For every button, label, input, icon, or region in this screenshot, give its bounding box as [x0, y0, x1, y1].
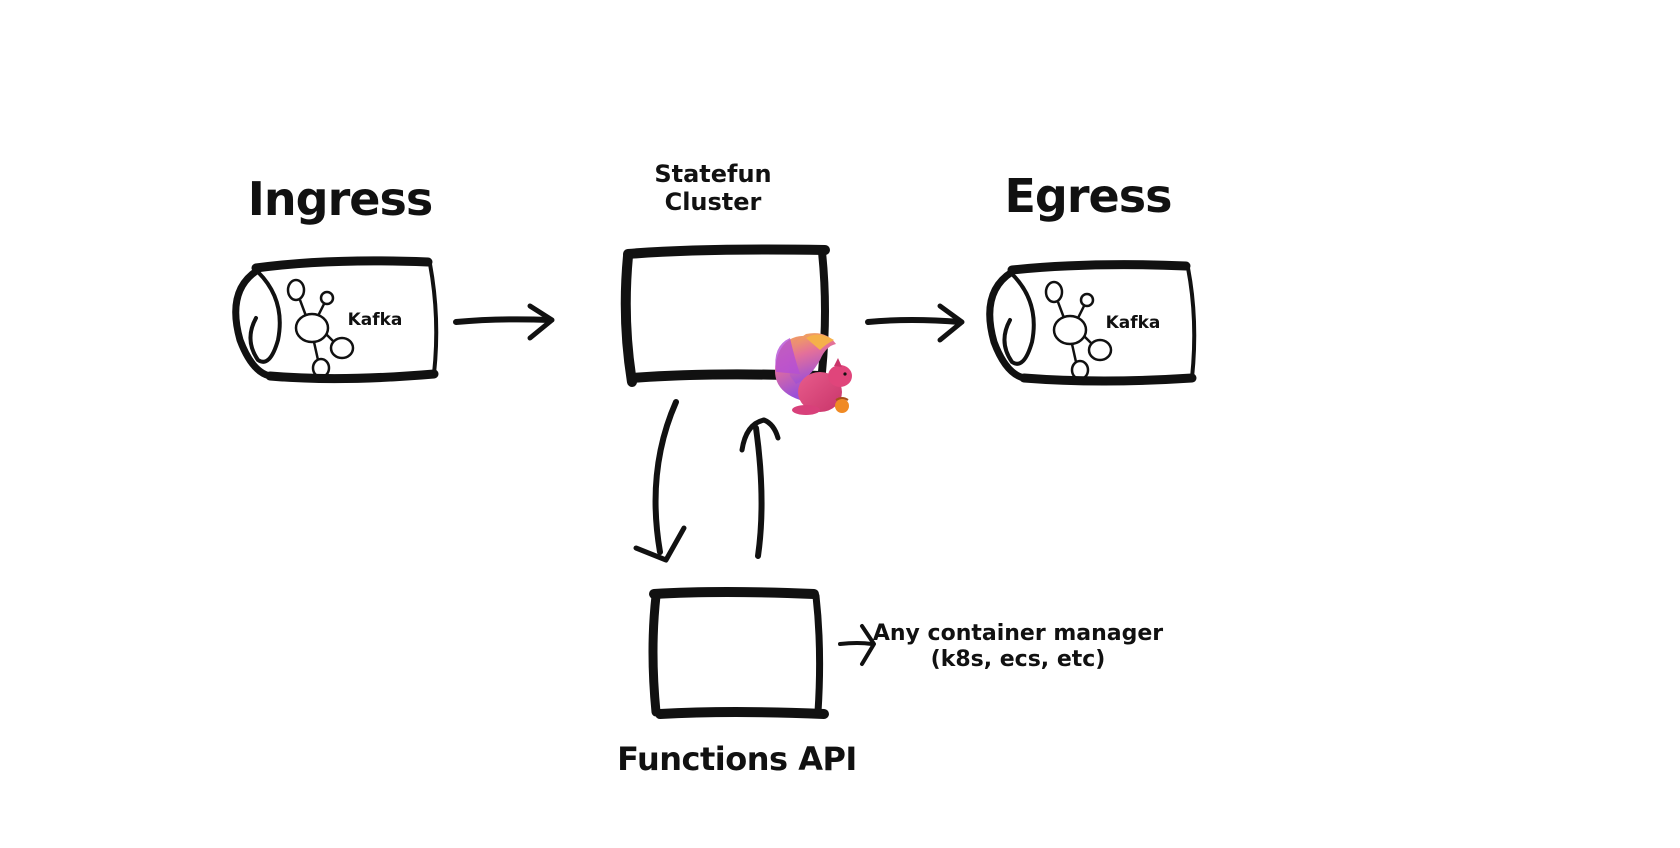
kafka-network-icon: [1044, 280, 1113, 381]
ingress-to-cluster-arrow: [453, 303, 555, 341]
flink-squirrel-icon: [775, 333, 852, 415]
cluster-title-line1: Statefun: [654, 160, 771, 188]
ingress-title: Ingress: [248, 172, 432, 226]
cluster-to-egress-arrow: [865, 303, 965, 343]
container-manager-arrow: [838, 624, 876, 666]
ingress-kafka-label: Kafka: [348, 310, 403, 330]
ingress-kafka-cylinder: Kafka: [232, 256, 439, 384]
cluster-to-functions-arrow: [633, 399, 687, 563]
functions-to-cluster-arrow: [739, 417, 781, 559]
egress-kafka-label: Kafka: [1106, 313, 1161, 333]
functions-api-box: [648, 587, 829, 719]
egress-title: Egress: [1005, 169, 1172, 223]
kafka-network-icon: [286, 278, 355, 379]
functions-api-title: Functions API: [617, 740, 857, 778]
cluster-title-line2: Cluster: [665, 188, 762, 216]
container-manager-note-line2: (k8s, ecs, etc): [931, 647, 1106, 672]
container-manager-note-line1: Any container manager: [873, 621, 1163, 646]
egress-kafka-cylinder: Kafka: [986, 260, 1197, 386]
